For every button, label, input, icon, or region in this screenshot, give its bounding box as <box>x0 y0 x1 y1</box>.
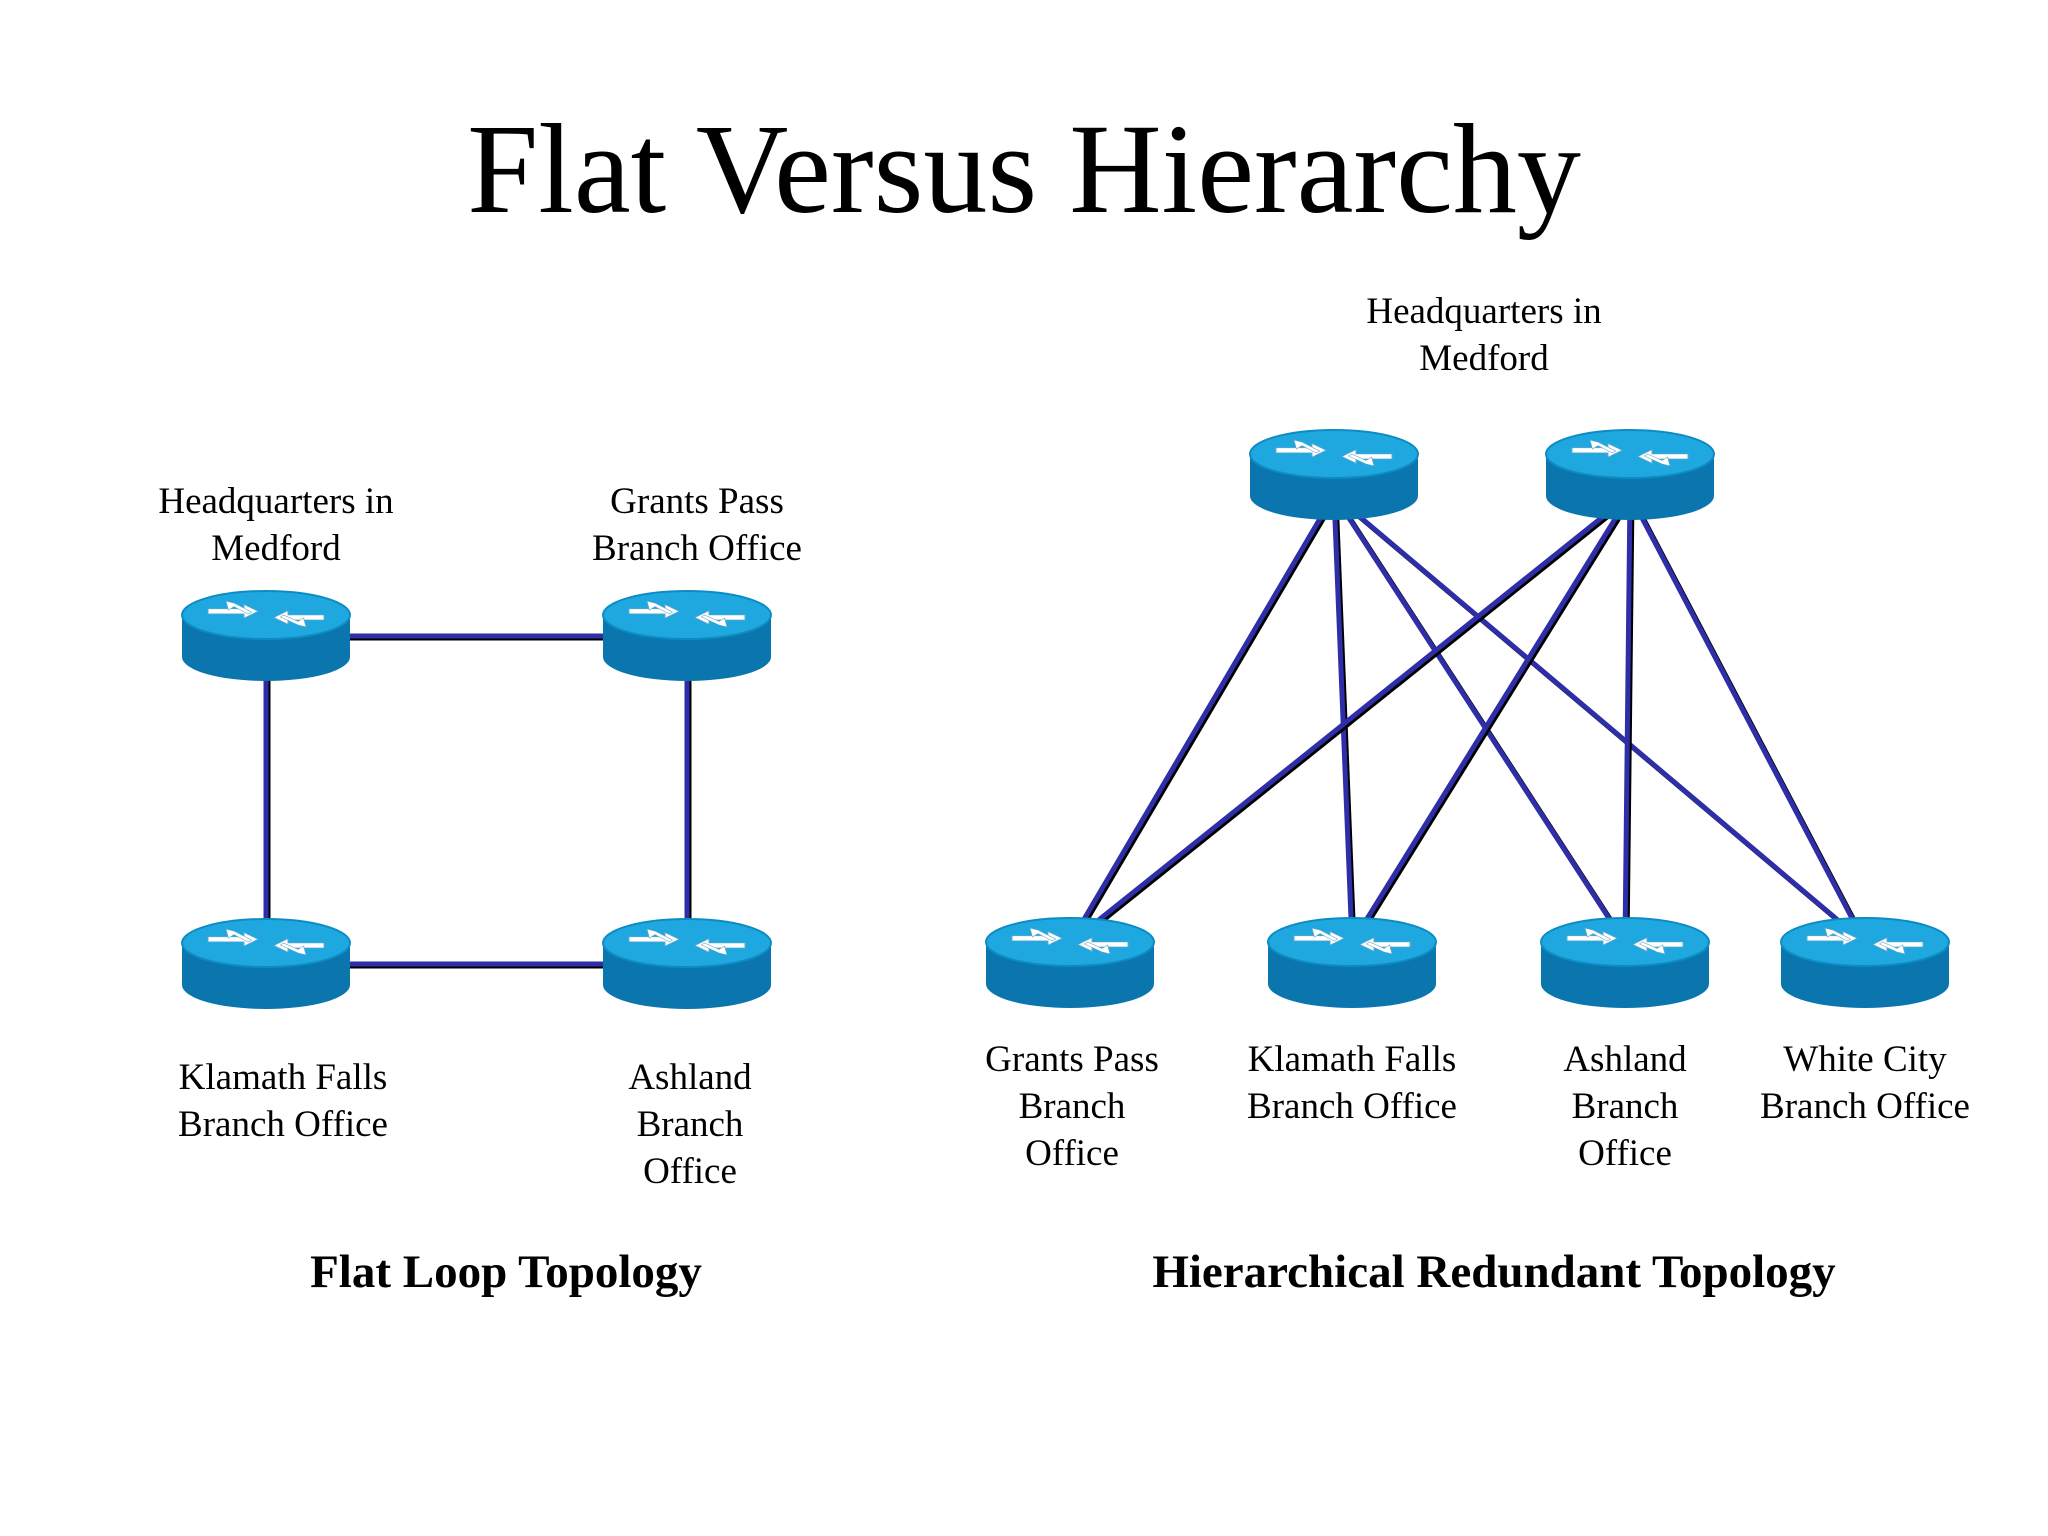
hier-label-whitecity-line: White City <box>1783 1039 1947 1080</box>
hier-label-klamath-line: Branch Office <box>1247 1086 1457 1127</box>
hier-link-core2-klamath <box>1349 493 1635 947</box>
hier-label-ashland-line: Ashland <box>1563 1039 1687 1080</box>
flat-router-hq <box>181 590 351 681</box>
flat-label-grants-line: Branch Office <box>592 528 802 569</box>
links-layer <box>263 493 1870 969</box>
hier-router-core2 <box>1545 429 1715 520</box>
flat-router-ashland <box>602 918 772 1009</box>
hier-label-hq-line: Medford <box>1419 338 1549 379</box>
hier-label-whitecity-line: Branch Office <box>1760 1086 1970 1127</box>
hier-label-ashland-line: Branch <box>1571 1086 1679 1127</box>
flat-router-grants <box>602 590 772 681</box>
flat-topology-caption: Flat Loop Topology <box>310 1246 702 1298</box>
hier-router-ashland <box>1540 917 1710 1008</box>
hier-link-core2-ashland <box>1622 494 1635 946</box>
flat-label-grants-line: Grants Pass <box>610 481 784 522</box>
hier-link-core1-ashland <box>1331 493 1630 947</box>
flat-label-ashland-line: Office <box>643 1151 737 1192</box>
hier-link-core2-whitecity <box>1627 493 1870 947</box>
hier-router-core1 <box>1249 429 1419 520</box>
hier-label-grants-line: Grants Pass <box>985 1039 1159 1080</box>
flat-label-hq-line: Medford <box>211 528 341 569</box>
hier-label-ashland-line: Office <box>1578 1133 1672 1174</box>
flat-label-hq-line: Headquarters in <box>158 481 394 522</box>
hier-label-hq-line: Headquarters in <box>1366 291 1602 332</box>
hier-label-grants-line: Office <box>1025 1133 1119 1174</box>
hier-link-core1-whitecity <box>1332 493 1869 947</box>
flat-router-klamath <box>181 918 351 1009</box>
hier-router-grants <box>985 917 1155 1008</box>
flat-link-grants-ashland <box>684 636 692 966</box>
flat-label-ashland-line: Ashland <box>628 1057 752 1098</box>
flat-label-ashland-line: Branch <box>636 1104 744 1145</box>
hier-label-hq: Headquarters in Medford <box>1366 288 1601 382</box>
flat-label-hq: Headquarters in Medford <box>158 478 393 572</box>
flat-label-klamath-line: Klamath Falls <box>178 1057 388 1098</box>
routers-layer <box>181 429 1950 1009</box>
slide-title: Flat Versus Hierarchy <box>467 98 1581 240</box>
hier-label-klamath-line: Klamath Falls <box>1247 1039 1457 1080</box>
hierarchical-topology-caption: Hierarchical Redundant Topology <box>1152 1246 1836 1298</box>
flat-label-klamath-line: Branch Office <box>178 1104 388 1145</box>
hier-link-core2-grants <box>1068 493 1634 947</box>
hier-router-klamath <box>1267 917 1437 1008</box>
hier-router-whitecity <box>1780 917 1950 1008</box>
flat-link-hq-klamath <box>263 636 271 966</box>
hier-link-core1-grants <box>1067 493 1339 947</box>
hier-label-grants-line: Branch <box>1018 1086 1126 1127</box>
